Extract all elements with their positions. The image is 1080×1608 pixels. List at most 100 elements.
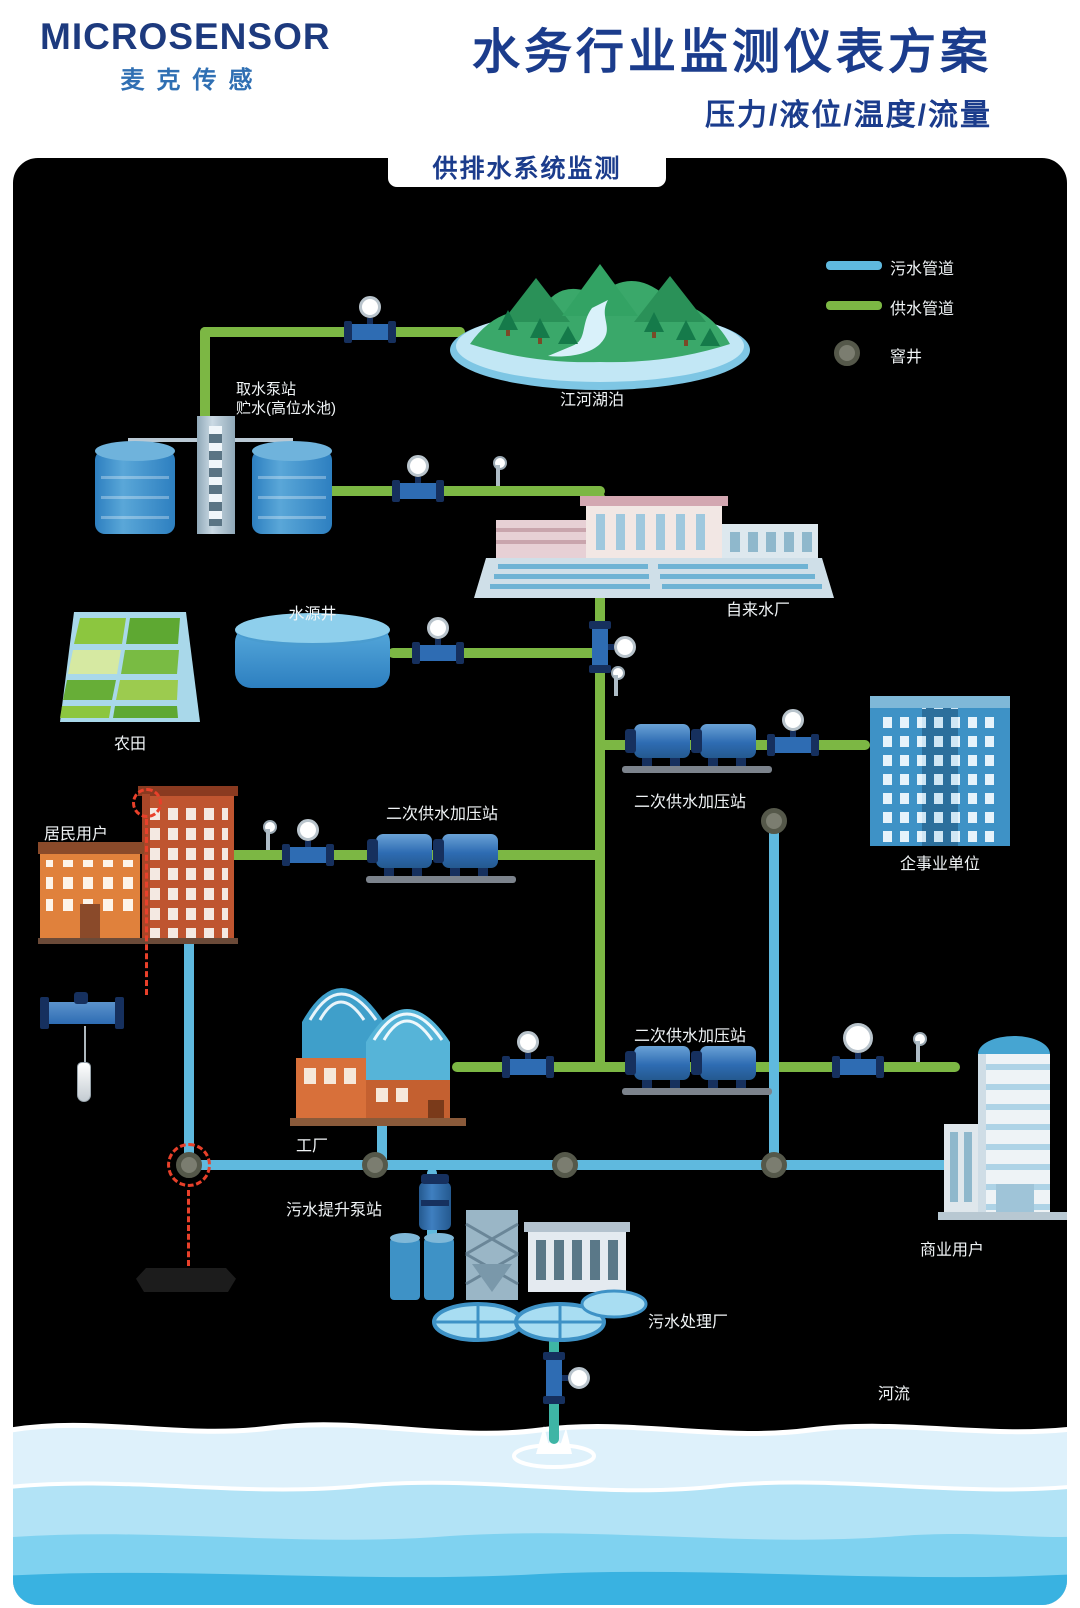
page-title: 水务行业监测仪表方案 (471, 26, 992, 79)
flow-meter-neck (435, 639, 441, 645)
legend-swatch-sewage-pipe (826, 261, 882, 270)
flow-meter-body (592, 623, 608, 671)
waterworks-illustration (474, 496, 834, 598)
storage-tank (95, 441, 175, 534)
sewage-pipe-main (184, 1160, 986, 1170)
pump (691, 724, 756, 766)
intake-tower (197, 416, 235, 534)
sewage-plant-illustration (390, 1210, 648, 1342)
label-intake-station: 取水泵站 (236, 381, 297, 398)
header-titles: 水务行业监测仪表方案 压力/液位/温度/流量 (472, 12, 992, 134)
water-source-well (235, 613, 390, 688)
label-sewage-lift: 污水提升泵站 (286, 1202, 383, 1219)
pump-platform (622, 766, 772, 773)
flow-meter-neck (367, 318, 373, 324)
commercial-building (938, 1036, 1067, 1220)
label-factory: 工厂 (296, 1138, 329, 1155)
flow-meter (412, 617, 464, 664)
alert-dashed-line (145, 819, 148, 995)
flow-meter-display (782, 709, 804, 731)
pump (691, 1046, 756, 1088)
label-farmland: 农田 (113, 736, 146, 753)
pressure-sensor (492, 456, 507, 486)
brand: MICROSENSOR 麦克传感 (40, 16, 345, 95)
flow-meter-display (359, 296, 381, 318)
flow-meter-body (282, 844, 334, 866)
pressure-sensor (262, 820, 277, 850)
factory-building (290, 988, 466, 1126)
legend-label-sewage: 污水管道 (890, 261, 955, 278)
river-water-illustration (13, 1416, 1067, 1605)
flow-meter (282, 819, 334, 866)
flow-meter-display (517, 1031, 539, 1053)
flow-meter-neck (608, 644, 614, 650)
flow-meter-neck (525, 1053, 531, 1059)
diagram-panel: 污水管道 供水管道 窨井 (10, 155, 1070, 1608)
page-subtitle: 压力/液位/温度/流量 (704, 99, 992, 132)
label-sewage-plant: 污水处理厂 (648, 1314, 729, 1331)
flow-meter-display (614, 636, 636, 658)
legend-label-manhole: 窨井 (890, 349, 923, 366)
flow-meter-body (767, 734, 819, 756)
flow-meter-body (392, 480, 444, 502)
panel-tab: 供排水系统监测 (388, 147, 666, 187)
flow-meter (767, 709, 819, 756)
legend-swatch-manhole (834, 340, 860, 366)
manhole (552, 1152, 578, 1178)
manhole (761, 808, 787, 834)
flow-meter (592, 623, 636, 671)
header: MICROSENSOR 麦克传感 水务行业监测仪表方案 压力/液位/温度/流量 (0, 0, 1080, 150)
supply-pipe-trunk (595, 492, 605, 1072)
flow-meter (832, 1023, 884, 1078)
pump (625, 724, 690, 766)
pressure-sensor (912, 1032, 927, 1062)
flow-meter-body (832, 1056, 884, 1078)
supply-pipe-well (388, 648, 600, 658)
flow-meter-body (502, 1056, 554, 1078)
flow-meter-display (407, 455, 429, 477)
flow-meter (344, 296, 396, 343)
label-enterprise: 企事业单位 (899, 856, 980, 873)
alert-ring (132, 788, 162, 818)
alert-ring (167, 1143, 211, 1187)
legend-swatch-supply-pipe (826, 301, 882, 310)
diagram-layer: 污水管道 供水管道 窨井 (13, 158, 1067, 1605)
sewage-pipe-enterprise (769, 822, 779, 1166)
flow-meter (392, 455, 444, 502)
label-booster-mid: 二次供水加压站 (385, 806, 498, 823)
brand-logo-text: MICROSENSOR (40, 16, 331, 57)
farmland-illustration (60, 612, 200, 722)
flow-meter-display (568, 1367, 590, 1389)
storage-tank (252, 441, 332, 534)
flow-meter-display (297, 819, 319, 841)
inline-meter-knob (74, 992, 88, 1004)
flow-meter-display (427, 617, 449, 639)
label-intake-storage: 贮水(高位水池) (236, 400, 336, 417)
flow-meter-display (843, 1023, 873, 1053)
sewage-pipe-residential (184, 932, 194, 1168)
manhole (362, 1152, 388, 1178)
label-booster-right: 二次供水加压站 (633, 794, 746, 811)
inline-flow-meter (40, 997, 124, 1029)
pump-platform (622, 1088, 772, 1095)
level-sensor (77, 1062, 91, 1102)
flow-meter-body (344, 321, 396, 343)
sewage-pipe-factory (377, 1118, 387, 1166)
label-waterworks: 自来水厂 (726, 602, 791, 619)
manhole (761, 1152, 787, 1178)
sensor-cable (84, 1026, 86, 1062)
lift-pump (419, 1174, 451, 1230)
flow-meter-neck (305, 841, 311, 847)
flow-meter-neck (855, 1053, 861, 1059)
pump-platform (366, 876, 516, 883)
brand-logo-subtext: 麦克传感 (120, 67, 265, 94)
label-river-lake: 江河湖泊 (560, 392, 625, 409)
buried-tank-silhouette (136, 1268, 236, 1292)
label-commercial: 商业用户 (919, 1242, 984, 1259)
pump (625, 1046, 690, 1088)
flow-meter-neck (562, 1375, 568, 1381)
label-river: 河流 (878, 1386, 911, 1403)
river-lake-illustration (450, 264, 750, 390)
label-well: 水源井 (288, 606, 337, 623)
